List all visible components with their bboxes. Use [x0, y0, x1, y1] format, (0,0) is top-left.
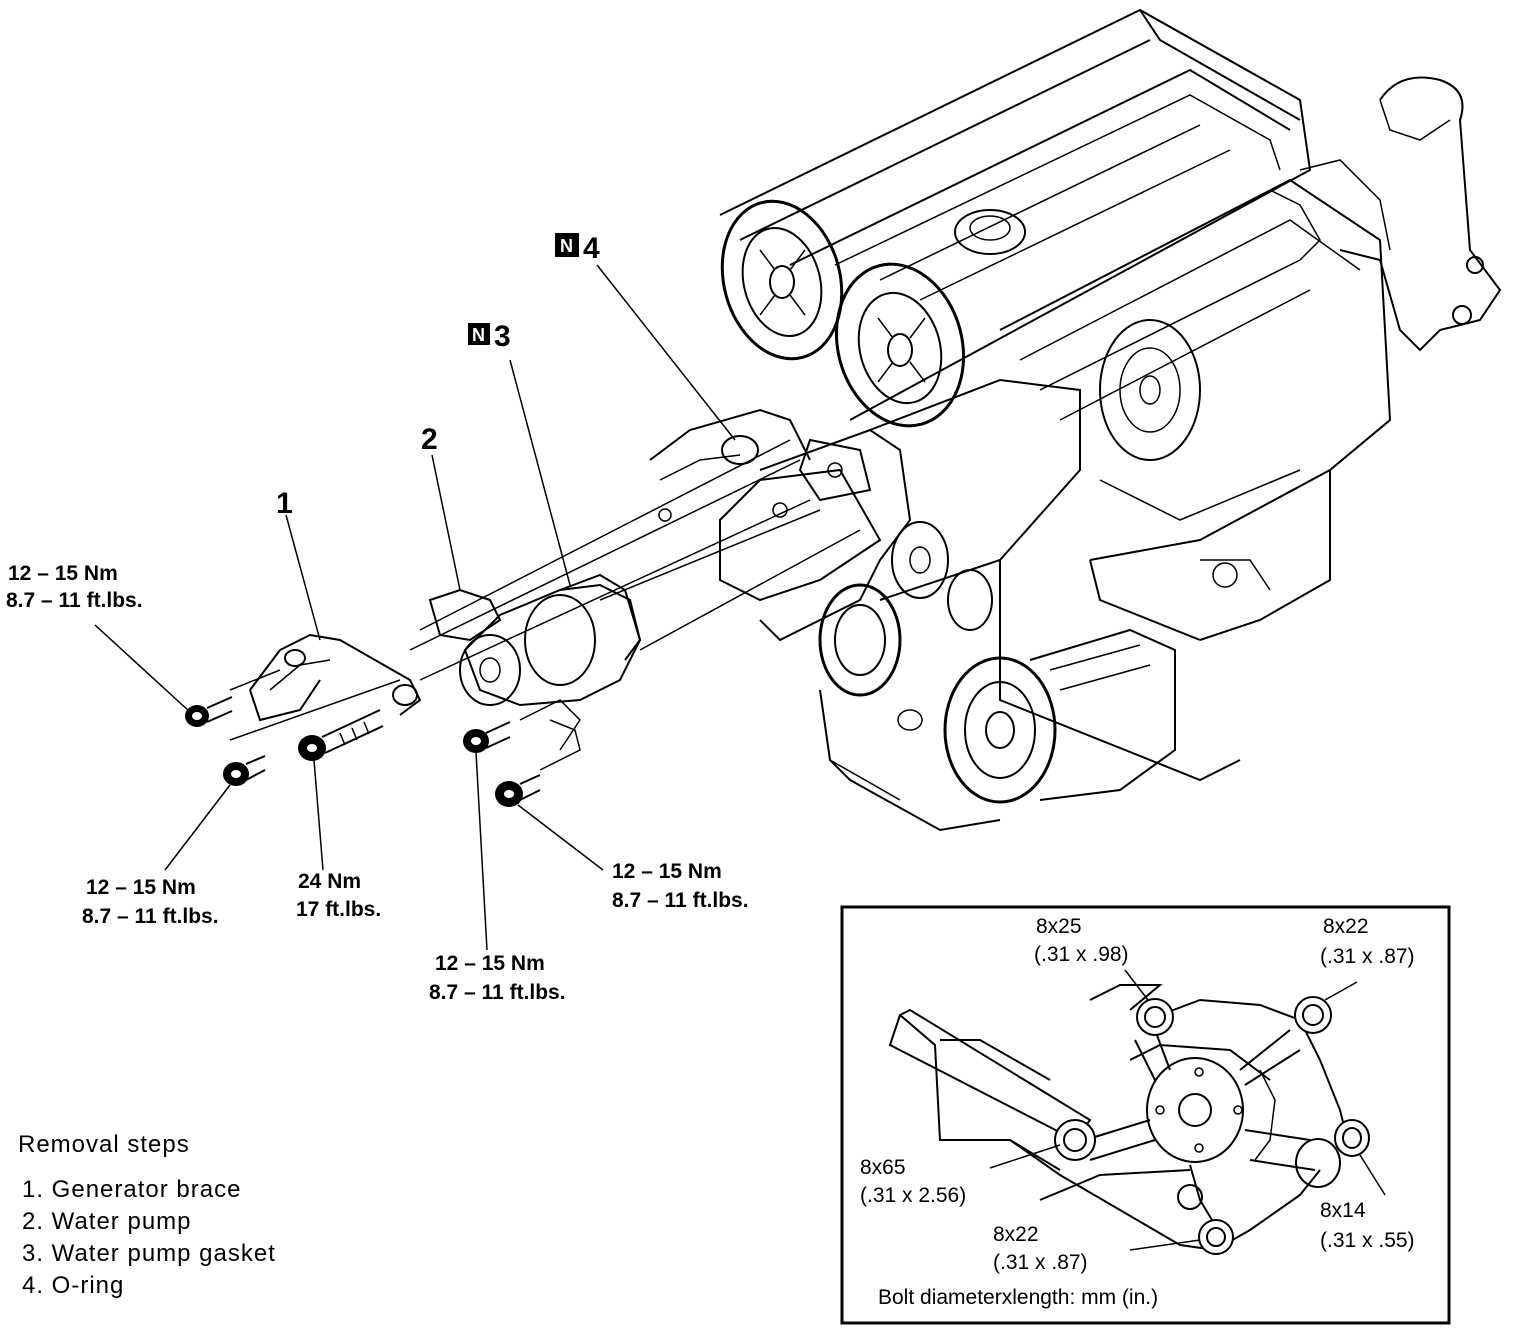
- torque-spec-pump-left: 12 – 15 Nm 8.7 – 11 ft.lbs.: [429, 751, 566, 1004]
- inset-bolt-label: 8x25 (.31 x .98): [1034, 915, 1149, 1001]
- cam-gear-left: [720, 199, 844, 361]
- inset-bolt-label: 8x22 (.31 x .87): [993, 1223, 1201, 1274]
- bolt-brace-lower: [223, 755, 266, 786]
- svg-text:(.31 x .98): (.31 x .98): [1034, 943, 1129, 966]
- torque-spec-long-bolt: 24 Nm 17 ft.lbs.: [296, 759, 381, 921]
- engine-illustration: [649, 8, 1502, 832]
- removal-steps-title: Removal steps: [18, 1131, 190, 1158]
- svg-text:(.31 x .87): (.31 x .87): [1320, 945, 1415, 968]
- svg-text:12 – 15 Nm: 12 – 15 Nm: [612, 860, 722, 883]
- bolt-brace-top: [185, 696, 233, 727]
- torque-spec-pump-right: 12 – 15 Nm 8.7 – 11 ft.lbs.: [517, 804, 749, 912]
- svg-text:12 – 15 Nm: 12 – 15 Nm: [435, 952, 545, 975]
- torque-spec-brace-top: 12 – 15 Nm 8.7 – 11 ft.lbs.: [6, 562, 191, 713]
- svg-text:2: 2: [421, 423, 438, 456]
- svg-text:8x65: 8x65: [860, 1156, 906, 1179]
- svg-text:N: N: [472, 325, 485, 345]
- svg-text:8.7 – 11 ft.lbs.: 8.7 – 11 ft.lbs.: [6, 589, 143, 612]
- new-part-badge: [468, 323, 490, 345]
- removal-step: 2. Water pump: [22, 1208, 192, 1235]
- svg-text:24 Nm: 24 Nm: [298, 870, 361, 893]
- crank-pulley: [818, 583, 902, 697]
- inset-bolt-head: [1198, 1219, 1234, 1255]
- svg-text:8.7 – 11 ft.lbs.: 8.7 – 11 ft.lbs.: [82, 905, 219, 928]
- bolt-size-inset: 8x25 (.31 x .98) 8x22 (.31 x .87) 8x65 (…: [840, 905, 1451, 1325]
- svg-text:4: 4: [583, 232, 600, 265]
- inset-bolt-label: 8x14 (.31 x .55): [1320, 1154, 1415, 1252]
- svg-text:1: 1: [276, 487, 293, 520]
- svg-text:(.31 x 2.56): (.31 x 2.56): [860, 1184, 966, 1207]
- water-pump: [428, 583, 642, 751]
- cam-gear-right: [834, 262, 966, 428]
- inset-bolt-head: [1136, 998, 1174, 1036]
- removal-step: 1. Generator brace: [22, 1176, 241, 1203]
- svg-text:8x22: 8x22: [993, 1223, 1039, 1246]
- inset-pump-outline: [888, 984, 1346, 1252]
- svg-text:3: 3: [494, 320, 511, 353]
- svg-text:(.31 x .55): (.31 x .55): [1320, 1229, 1415, 1252]
- removal-step: 3. Water pump gasket: [22, 1240, 276, 1267]
- svg-text:12 – 15 Nm: 12 – 15 Nm: [8, 562, 118, 585]
- removal-steps: Removal steps 1. Generator brace 2. Wate…: [18, 1131, 276, 1299]
- callout-4: N 4: [555, 232, 736, 441]
- inset-bolt-head: [1334, 1119, 1370, 1157]
- torque-spec-brace-lower: 12 – 15 Nm 8.7 – 11 ft.lbs.: [82, 784, 231, 928]
- generator: [943, 628, 1176, 804]
- new-part-badge: [555, 233, 579, 257]
- svg-text:8x14: 8x14: [1320, 1199, 1366, 1222]
- callout-3: N 3: [468, 320, 571, 586]
- svg-text:N: N: [560, 236, 573, 256]
- removal-step: 4. O-ring: [22, 1272, 124, 1299]
- inset-bolt-head: [1054, 1119, 1096, 1161]
- inset-bolt-label: 8x65 (.31 x 2.56): [860, 1144, 1061, 1207]
- bolts: [185, 696, 581, 807]
- generator-brace: [249, 633, 422, 722]
- svg-text:8.7 – 11 ft.lbs.: 8.7 – 11 ft.lbs.: [612, 889, 749, 912]
- svg-text:8x22: 8x22: [1323, 915, 1369, 938]
- svg-text:8.7 – 11 ft.lbs.: 8.7 – 11 ft.lbs.: [429, 981, 566, 1004]
- inset-caption: Bolt diameterxlength: mm (in.): [878, 1286, 1158, 1309]
- bolt-pump-right: [495, 774, 541, 807]
- svg-text:8x25: 8x25: [1036, 915, 1082, 938]
- inset-bolt-head: [1294, 996, 1332, 1034]
- callout-1: 1: [276, 487, 321, 641]
- exploded-view-lines: [229, 439, 861, 741]
- svg-text:12 – 15 Nm: 12 – 15 Nm: [86, 876, 196, 899]
- bolt-long: [298, 709, 384, 761]
- callout-2: 2: [421, 423, 461, 591]
- inset-bolt-label: 8x22 (.31 x .87): [1320, 915, 1415, 1001]
- svg-text:17 ft.lbs.: 17 ft.lbs.: [296, 898, 381, 921]
- svg-text:(.31 x .87): (.31 x .87): [993, 1251, 1088, 1274]
- bolt-pump-left: [463, 721, 511, 753]
- water-pump-gasket: [559, 573, 642, 661]
